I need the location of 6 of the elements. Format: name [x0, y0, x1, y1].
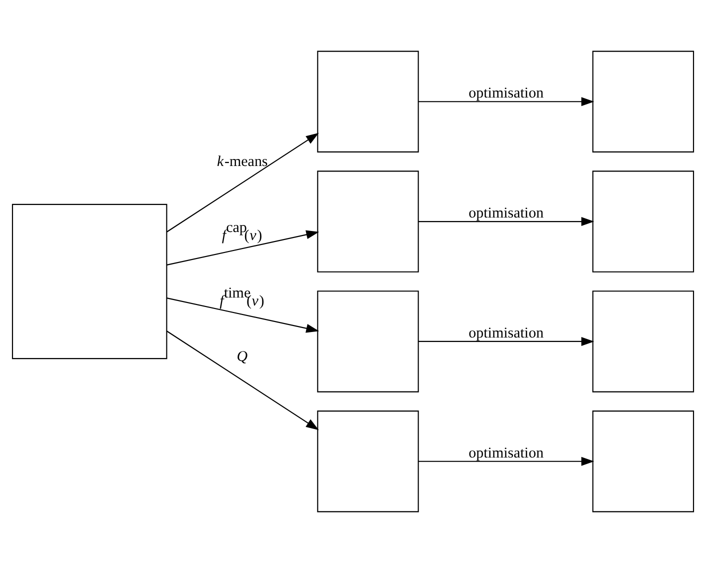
edge-label: optimisation	[468, 324, 544, 341]
edge-label: optimisation	[468, 204, 544, 221]
edge-label: Q	[236, 348, 248, 364]
edge-label: optimisation	[468, 444, 544, 461]
edge-label: k-means	[217, 154, 268, 170]
edge-label: optimisation	[468, 85, 544, 102]
